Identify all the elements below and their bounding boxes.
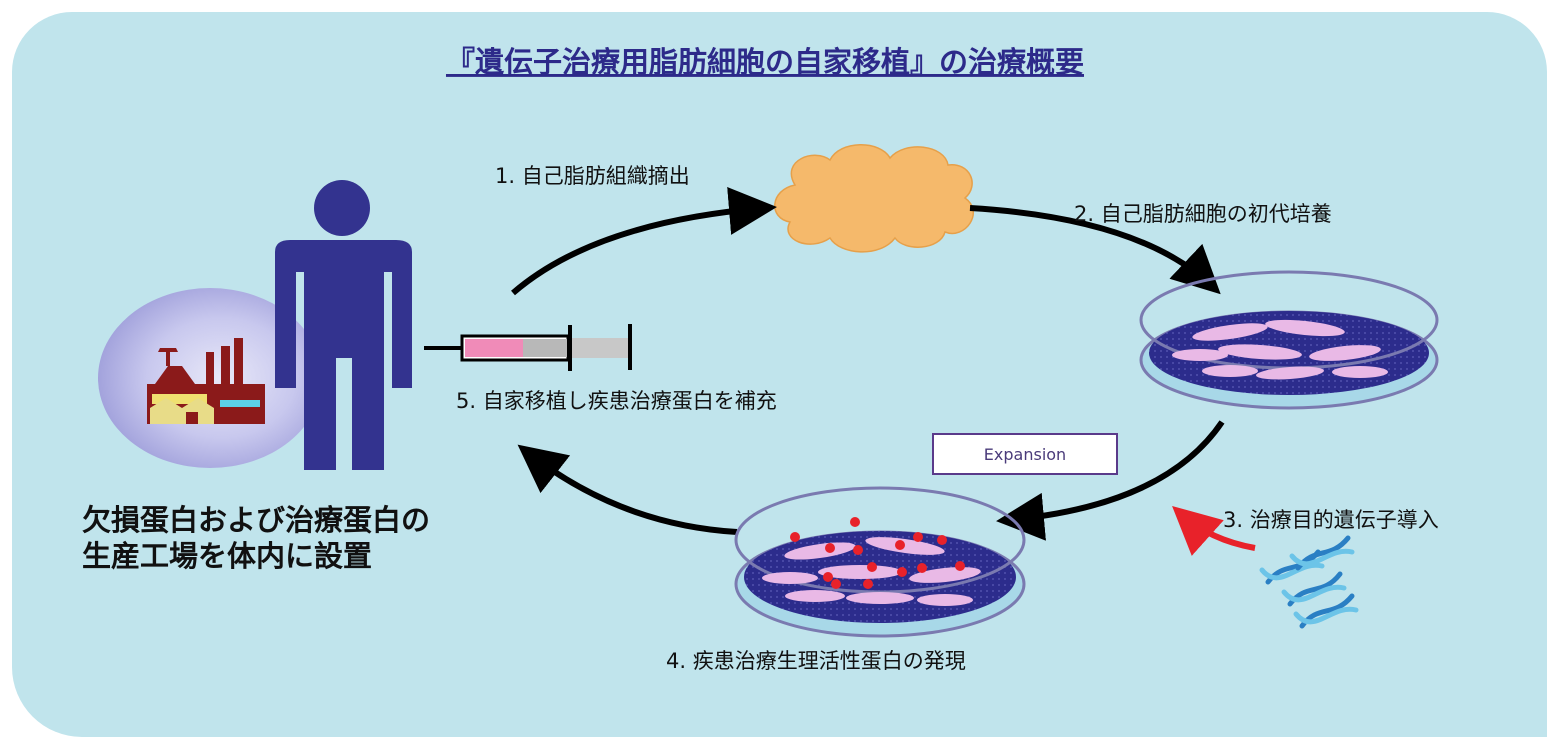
adipose-tissue-icon bbox=[774, 144, 974, 253]
step-2-label: 2. 自己脂肪細胞の初代培養 bbox=[1074, 202, 1332, 226]
step-3-label: 3. 治療目的遺伝子導入 bbox=[1223, 508, 1439, 532]
arrow-4-transplant bbox=[517, 444, 738, 535]
step-4-label: 4. 疾患治療生理活性蛋白の発現 bbox=[666, 649, 966, 673]
factory-icon bbox=[147, 338, 265, 424]
petri-dish-icon bbox=[1139, 270, 1439, 410]
arrow-3-transfection bbox=[996, 420, 1225, 541]
expansion-box bbox=[932, 433, 1118, 475]
step-1-label: 1. 自己脂肪組織摘出 bbox=[495, 164, 690, 188]
step-5-label: 5. 自家移植し疾患治療蛋白を補充 bbox=[456, 389, 777, 413]
syringe-icon bbox=[424, 324, 632, 371]
dna-icon bbox=[1259, 535, 1359, 629]
page-title: 『遺伝子治療用脂肪細胞の自家移植』の治療概要 bbox=[446, 45, 1084, 79]
arrow-1-extraction bbox=[511, 187, 777, 296]
arrow-2-culture bbox=[969, 205, 1221, 295]
petri-dish-expression-icon bbox=[734, 486, 1026, 638]
gene-transfer-arrow bbox=[1172, 505, 1256, 556]
expansion-label: Expansion bbox=[984, 445, 1066, 464]
human-figure-icon bbox=[275, 180, 412, 470]
patient-caption-line1: 欠損蛋白および治療蛋白の bbox=[82, 503, 430, 537]
patient-caption-line2: 生産工場を体内に設置 bbox=[82, 539, 372, 573]
